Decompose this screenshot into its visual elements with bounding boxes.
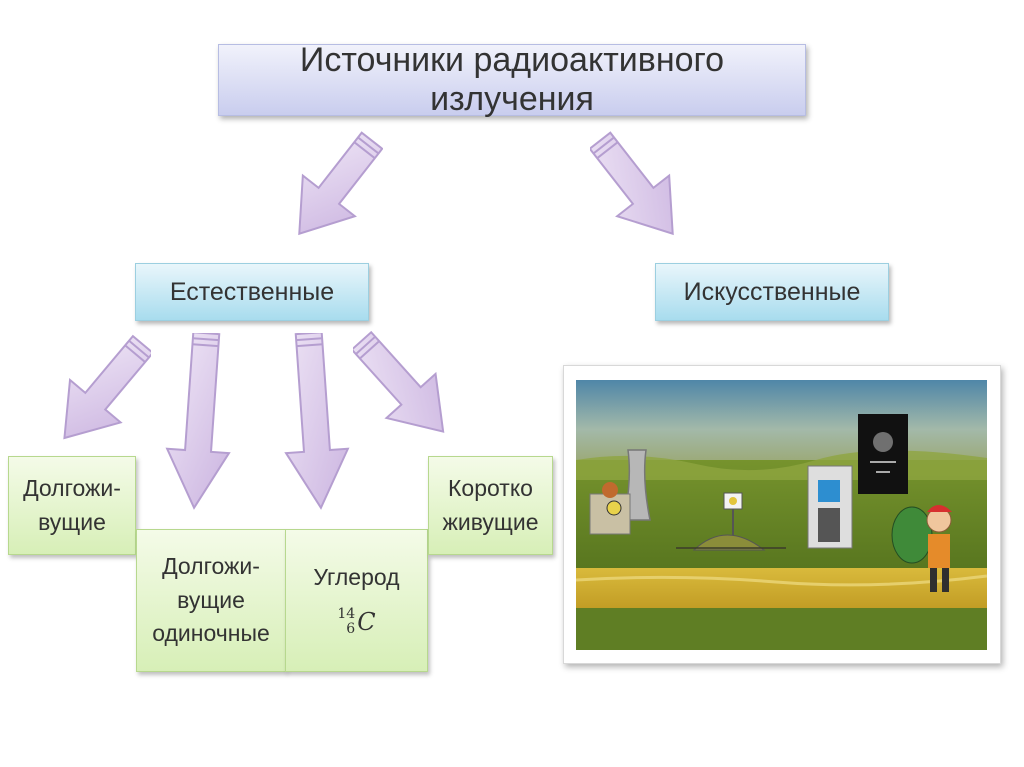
backpack-icon <box>891 506 933 564</box>
carbon-atomic-number: 6 <box>346 621 356 638</box>
long-lived-line-2: вущие <box>38 508 106 535</box>
illustration-frame <box>563 365 1001 664</box>
carbon-box: Углерод 14 6 C <box>285 529 428 672</box>
long-lived-single-line-2: вущие <box>177 586 245 613</box>
arrow-to-long-lived <box>63 334 151 440</box>
long-lived-single-line-3: одиночные <box>152 620 270 647</box>
carbon-isotope-formula: 14 6 C <box>337 605 375 640</box>
long-lived-box: Долгожи- вущие <box>8 456 136 555</box>
diagram-title-text: Источники радиоактивного излучения <box>299 41 725 118</box>
short-lived-line-2: живущие <box>442 508 539 535</box>
carbon-mass-number: 14 <box>337 606 356 623</box>
carbon-label: Углерод <box>313 564 400 591</box>
arrow-to-natural <box>298 131 383 236</box>
natural-sources-box: Естественные <box>135 263 369 321</box>
carbon-symbol: C <box>357 608 376 637</box>
yellow-path <box>576 568 987 608</box>
waste-mound-icon <box>692 534 766 551</box>
arrow-to-carbon <box>284 333 350 510</box>
arrow-to-artificial <box>590 131 674 236</box>
short-lived-box: Коротко живущие <box>428 456 553 555</box>
artificial-sources-label: Искусственные <box>683 277 861 306</box>
long-lived-line-1: Долгожи- <box>23 475 121 502</box>
hiker-body <box>928 534 950 568</box>
natural-sources-label: Естественные <box>169 277 335 306</box>
long-lived-single-line-1: Долгожи- <box>162 553 260 580</box>
radiation-sources-illustration <box>576 380 987 650</box>
diagram-title: Источники радиоактивного излучения <box>218 41 806 118</box>
arrow-to-long-lived-single <box>165 333 231 510</box>
artificial-sources-box: Искусственные <box>655 263 889 321</box>
short-lived-line-1: Коротко <box>448 475 533 502</box>
x-ray-image-icon <box>858 414 908 494</box>
long-lived-single-box: Долгожи- вущие одиночные <box>136 529 286 672</box>
arrow-to-short-lived <box>353 330 445 433</box>
